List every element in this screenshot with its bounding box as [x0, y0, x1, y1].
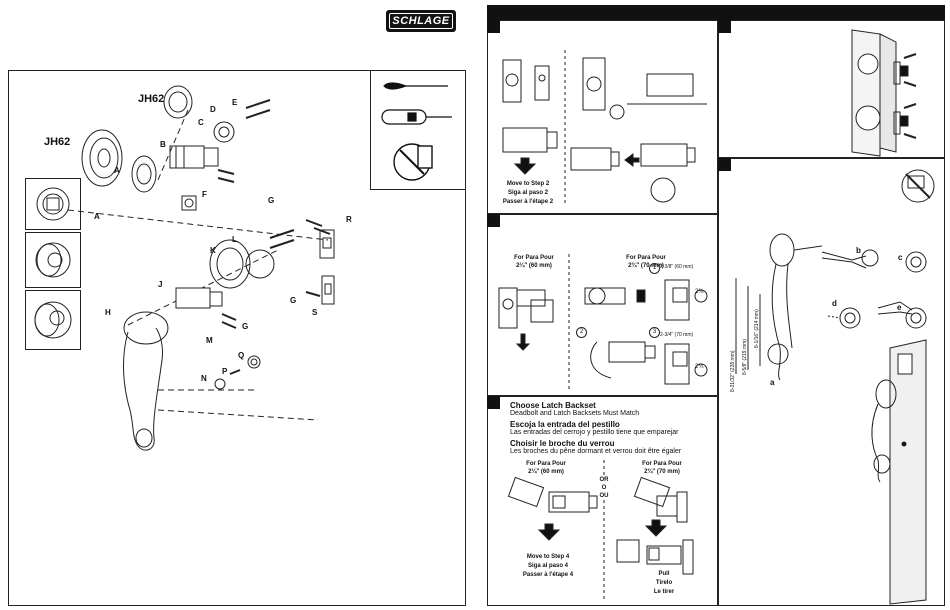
exploded-parts-diagram [67, 85, 335, 451]
step2-marker-238: 2⅜ [695, 289, 704, 295]
step2-dim-70: 2-3/4" (70 mm) [660, 332, 694, 338]
step5-part-a: a [770, 378, 775, 387]
step3-title-es: Escoja la entrada del pestillo [510, 420, 620, 429]
step1-box [487, 20, 718, 214]
step4-number-badge [718, 20, 731, 33]
step5-part-d: d [832, 299, 837, 308]
step3-left-size: 2¼" (60 mm) [528, 469, 564, 475]
schlage-logo-inner [389, 13, 453, 29]
part-label-k: K [210, 246, 216, 255]
part-label-c: C [198, 118, 204, 127]
step1-move-en: Move to Step 2 [506, 181, 550, 187]
step4-illustration [851, 29, 917, 157]
inset-illustrations [34, 187, 72, 339]
step5-illustration [735, 169, 935, 605]
step3-pull-es: Tirelo [655, 580, 673, 586]
step2-dim-60: 2-3/8" (60 mm) [660, 264, 694, 270]
part-label-g2: G [290, 296, 297, 305]
part-label-b: B [160, 140, 166, 149]
screwdriver-icon [383, 82, 448, 90]
part-label-f: F [202, 190, 207, 199]
tools-illustration [381, 82, 452, 181]
step2-circle-1: 1 [649, 263, 660, 274]
part-label-a1: A [114, 166, 120, 175]
no-hammer-icon [393, 143, 433, 181]
step2-right-for: For Para Pour [626, 255, 666, 261]
part-label-m: M [206, 336, 213, 345]
step5-part-c: c [898, 253, 903, 262]
part-label-r: R [346, 215, 352, 224]
step1-number-badge [487, 20, 500, 33]
step3-title-en: Choose Latch Backset [510, 401, 596, 410]
step3-box [487, 396, 718, 606]
inset-box-2 [25, 232, 81, 288]
step3-title-fr: Choisir le broche du verrou [510, 439, 615, 448]
part-label-s: S [312, 308, 318, 317]
step2-circle-1-label: 1 [652, 265, 657, 271]
model-label-jh62-left: JH62 [44, 136, 71, 148]
step3-pull-en: Pull [658, 571, 670, 577]
step2-circle-2-label: 2 [579, 329, 584, 335]
step2-circle-2: 2 [576, 327, 587, 338]
step2-left-for: For Para Pour [514, 255, 554, 261]
part-label-q: Q [238, 351, 245, 360]
step5-part-e: e [897, 303, 902, 312]
part-label-n: N [201, 374, 207, 383]
step3-sub-fr: Les broches du pêne dormant et verrou do… [510, 448, 682, 455]
step3-right-size: 2¾" (70 mm) [644, 469, 680, 475]
step5-part-b: b [856, 246, 861, 255]
schlage-logo: SCHLAGE [386, 10, 456, 32]
step3-or-es: O [601, 485, 607, 491]
step5-number-badge [718, 158, 731, 171]
step3-number-badge [487, 396, 500, 409]
step3-illustration [507, 460, 694, 602]
step3-left-for: For Para Pour [526, 461, 566, 467]
step2-left-size: 2¼" (60 mm) [516, 263, 552, 269]
step3-pull-fr: Le tirer [653, 589, 675, 595]
step3-sub-es: Las entradas del cerrojo y pestillo tien… [510, 429, 679, 436]
step2-circle-3-label: 3 [652, 329, 657, 335]
header-bar [487, 5, 945, 24]
step3-move-es: Siga al paso 4 [527, 563, 569, 569]
step2-circle-3: 3 [649, 327, 660, 338]
step2-right-size: 2¾" (70 mm) [628, 263, 664, 269]
step5-dim-228: 8-31/32" (228 mm) [730, 350, 736, 392]
tools-box [370, 70, 466, 190]
part-label-l: L [232, 235, 237, 244]
step3-or-fr: OU [599, 493, 609, 499]
step2-marker-234: 2¾ [695, 364, 704, 370]
part-label-a2: A [94, 212, 100, 221]
part-label-g1: G [268, 196, 275, 205]
drill-icon [381, 109, 452, 125]
step1-illustration [502, 50, 707, 205]
step3-right-for: For Para Pour [642, 461, 682, 467]
part-label-j: J [158, 280, 163, 289]
schlage-logo-text: SCHLAGE [392, 15, 450, 27]
inset-box-3 [25, 290, 81, 350]
step3-or-en: OR [599, 477, 609, 483]
model-label-jh62-top: JH62 [138, 93, 165, 105]
step1-move-es: Siga al paso 2 [507, 190, 549, 196]
part-label-h: H [105, 308, 111, 317]
step3-move-en: Move to Step 4 [526, 554, 570, 560]
part-label-d: D [210, 105, 216, 114]
step1-move-fr: Passer à l'étape 2 [502, 199, 554, 205]
step2-illustration [498, 254, 708, 390]
step5-dim-219: 8-5/8" (219 mm) [742, 339, 748, 375]
step5-dim-214: 8-1/16" (214 mm) [754, 309, 760, 348]
step4-box [718, 20, 945, 158]
part-label-g3: G [242, 322, 249, 331]
step3-sub-en: Deadbolt and Latch Backsets Must Match [510, 410, 640, 417]
step2-number-badge [487, 214, 500, 227]
inset-box-1 [25, 178, 81, 230]
step3-move-fr: Passer à l'étape 4 [522, 572, 574, 578]
part-label-p: P [222, 367, 228, 376]
part-label-e: E [232, 98, 238, 107]
